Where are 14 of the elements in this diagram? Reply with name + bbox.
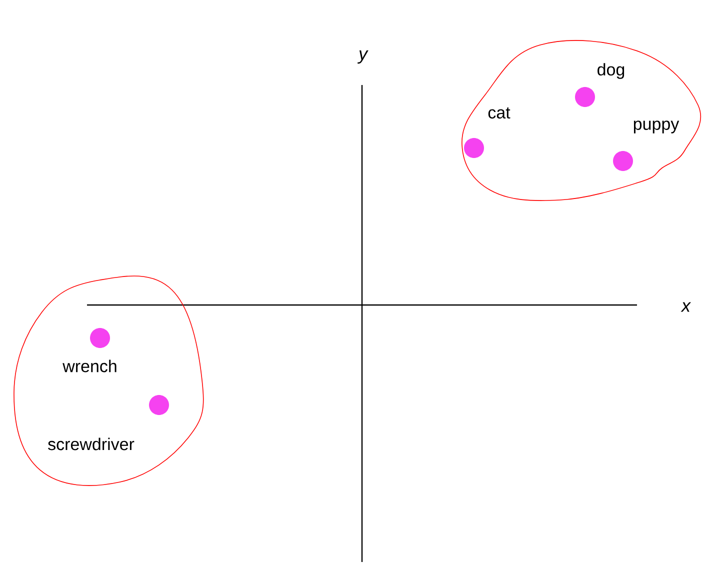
labeled-point: puppy bbox=[613, 120, 680, 171]
node-label: wrench bbox=[62, 360, 116, 372]
node-label: screwdriver bbox=[48, 438, 134, 450]
node-label: cat bbox=[488, 107, 510, 119]
node-label: dog bbox=[598, 63, 624, 79]
node-label: puppy bbox=[634, 120, 680, 134]
axis-label: y bbox=[357, 50, 368, 64]
labeled-point: cat bbox=[464, 107, 510, 158]
labeled-point: wrench bbox=[62, 328, 116, 372]
cluster-outline bbox=[14, 276, 204, 486]
labeled-point: screwdriver bbox=[48, 394, 169, 450]
cluster-outline bbox=[462, 40, 702, 201]
labeled-point: dog bbox=[575, 63, 624, 107]
axis-label: x bbox=[680, 302, 692, 312]
